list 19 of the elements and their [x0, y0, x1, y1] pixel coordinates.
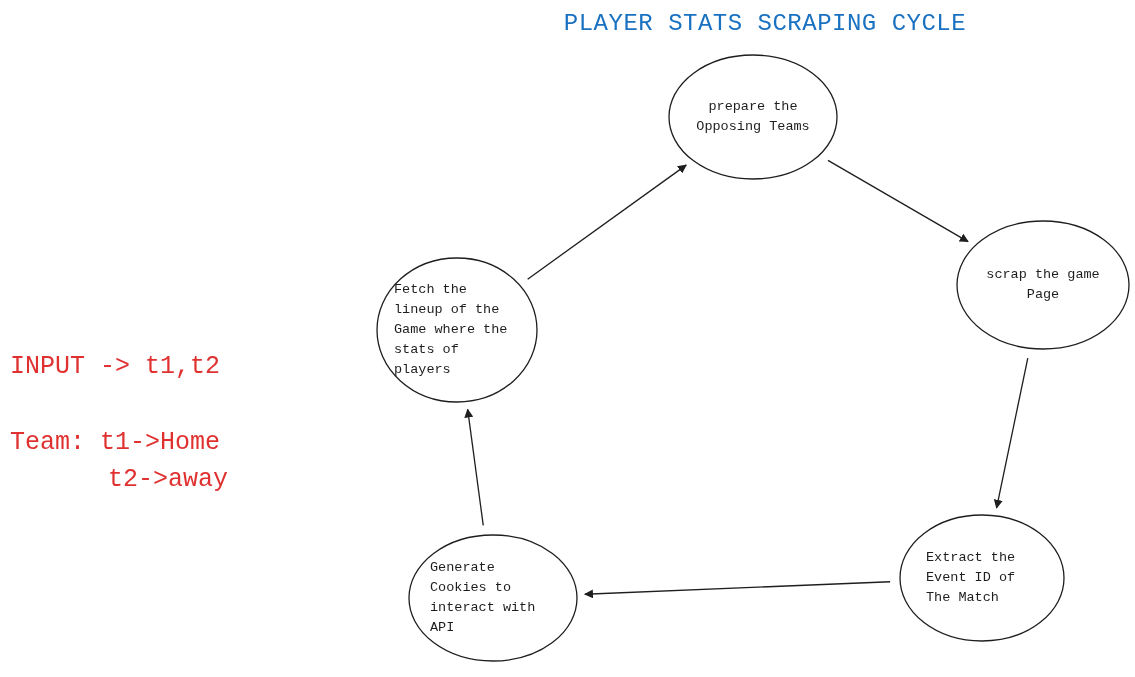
arrow — [464, 408, 484, 527]
diagram-title: PLAYER STATS SCRAPING CYCLE — [562, 10, 968, 37]
process-circle — [409, 535, 577, 661]
process-circle — [377, 258, 537, 402]
process-circle — [900, 515, 1064, 641]
step-text: Extract the Event ID of The Match — [926, 549, 1017, 607]
process-circle — [957, 221, 1129, 349]
arrow — [827, 159, 969, 243]
arrow — [993, 357, 1029, 509]
arrow — [583, 581, 891, 599]
step-text: Generate Cookies to interact with API — [430, 559, 537, 637]
process-circle — [669, 55, 837, 179]
step-text: prepare the Opposing Teams — [695, 98, 811, 136]
input-note: t2->away — [108, 465, 229, 494]
step-text: Fetch the lineup of the Game where the stats of players — [394, 281, 509, 379]
input-note: Team: t1->Home — [10, 428, 221, 457]
arrow — [527, 164, 687, 280]
input-note: INPUT -> t1,t2 — [10, 352, 221, 381]
step-text: scrap the game Page — [985, 266, 1101, 304]
